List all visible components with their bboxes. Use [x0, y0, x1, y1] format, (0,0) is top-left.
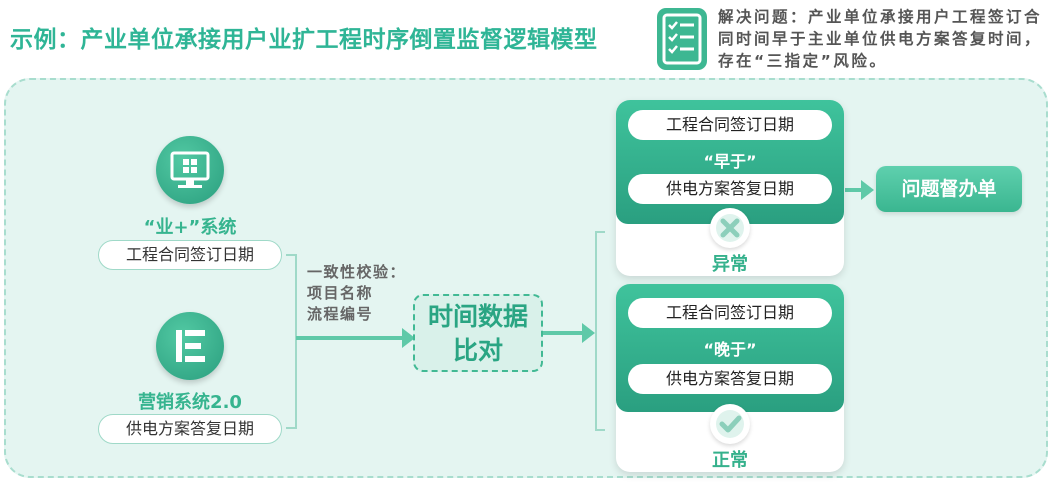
compare-line-1: 时间数据 — [427, 302, 528, 331]
relation-label-earlier: “早于” — [703, 152, 757, 171]
time-compare-box: 时间数据 比对 — [413, 294, 543, 372]
compare-line-2: 比对 — [452, 336, 503, 365]
relation-label-later: “晚于” — [703, 340, 757, 359]
cross-icon — [710, 208, 750, 248]
result-card-abnormal: 工程合同签订日期 “早于” 供电方案答复日期 异常 — [616, 100, 844, 276]
check-line-process: 流程编号 — [307, 305, 374, 323]
check-icon — [710, 404, 750, 444]
system-name-yejia: “业+”系统 — [143, 217, 237, 238]
monitor-windows-icon — [156, 136, 224, 204]
issue-supervision-button[interactable]: 问题督办单 — [876, 166, 1022, 212]
list-e-icon — [156, 312, 224, 380]
consistency-check: 一致性校验： 项目名称 流程编号 — [307, 262, 406, 325]
problem-description: 解决问题：产业单位承接用户工程签订合同时间早于主业单位供电方案答复时间，存在“三… — [718, 8, 1043, 70]
field-pill-contract-date: 工程合同签订日期 — [98, 240, 282, 270]
card-pill-contract-date: 工程合同签订日期 — [628, 110, 832, 140]
check-line-project: 项目名称 — [307, 284, 374, 302]
field-pill-reply-date: 供电方案答复日期 — [98, 414, 282, 444]
status-abnormal: 异常 — [712, 254, 748, 275]
page-title: 示例：产业单位承接用户业扩工程时序倒置监督逻辑模型 — [10, 27, 598, 53]
status-normal: 正常 — [712, 450, 748, 471]
checklist-icon — [657, 8, 707, 70]
card-pill-reply-date: 供电方案答复日期 — [628, 364, 832, 394]
check-line-title: 一致性校验： — [307, 263, 407, 281]
result-card-normal: 工程合同签订日期 “晚于” 供电方案答复日期 正常 — [616, 284, 844, 472]
system-name-marketing: 营销系统2.0 — [138, 392, 242, 413]
card-pill-contract-date: 工程合同签订日期 — [628, 298, 832, 328]
card-pill-reply-date: 供电方案答复日期 — [628, 174, 832, 204]
